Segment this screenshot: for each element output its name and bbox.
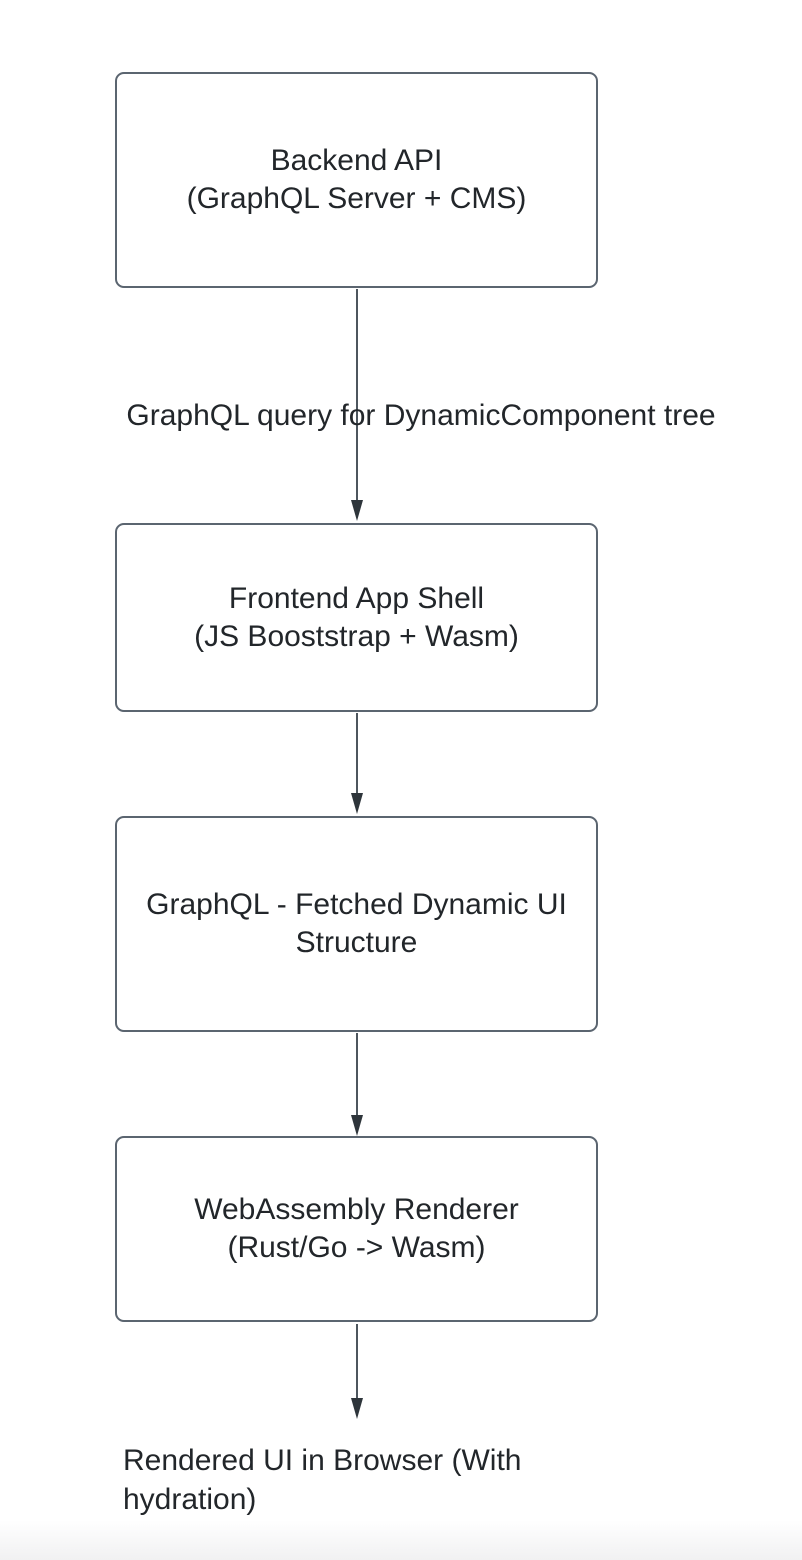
end-node-label: Rendered UI in Browser (With hydration): [123, 1444, 522, 1516]
arrow-renderer-to-browser: [351, 1324, 363, 1419]
node-label-line: WebAssembly Renderer: [194, 1193, 519, 1226]
bottom-gradient-strip: [0, 1520, 802, 1560]
node-backend-api: Backend API (GraphQL Server + CMS): [115, 72, 598, 288]
node-label-line: (Rust/Go -> Wasm): [227, 1231, 486, 1264]
arrow-frontend-to-structure: [351, 713, 363, 814]
node-label-line: GraphQL - Fetched Dynamic UI: [146, 888, 567, 921]
node-wasm-renderer: WebAssembly Renderer (Rust/Go -> Wasm): [115, 1136, 598, 1322]
node-label-line: Frontend App Shell: [228, 581, 485, 615]
node-label-line: Structure: [295, 926, 418, 959]
edge-label-graphql-query: GraphQL query for DynamicComponent tree: [126, 399, 716, 432]
node-frontend-app-shell: Frontend App Shell (JS Booststrap + Wasm…: [115, 523, 598, 712]
node-label-line: Backend API: [270, 144, 443, 177]
node-dynamic-ui-structure: GraphQL - Fetched Dynamic UI Structure: [115, 816, 598, 1032]
node-label-line: (JS Booststrap + Wasm): [194, 619, 519, 653]
arrow-structure-to-renderer: [351, 1033, 363, 1136]
node-label-line: (GraphQL Server + CMS): [186, 182, 527, 215]
